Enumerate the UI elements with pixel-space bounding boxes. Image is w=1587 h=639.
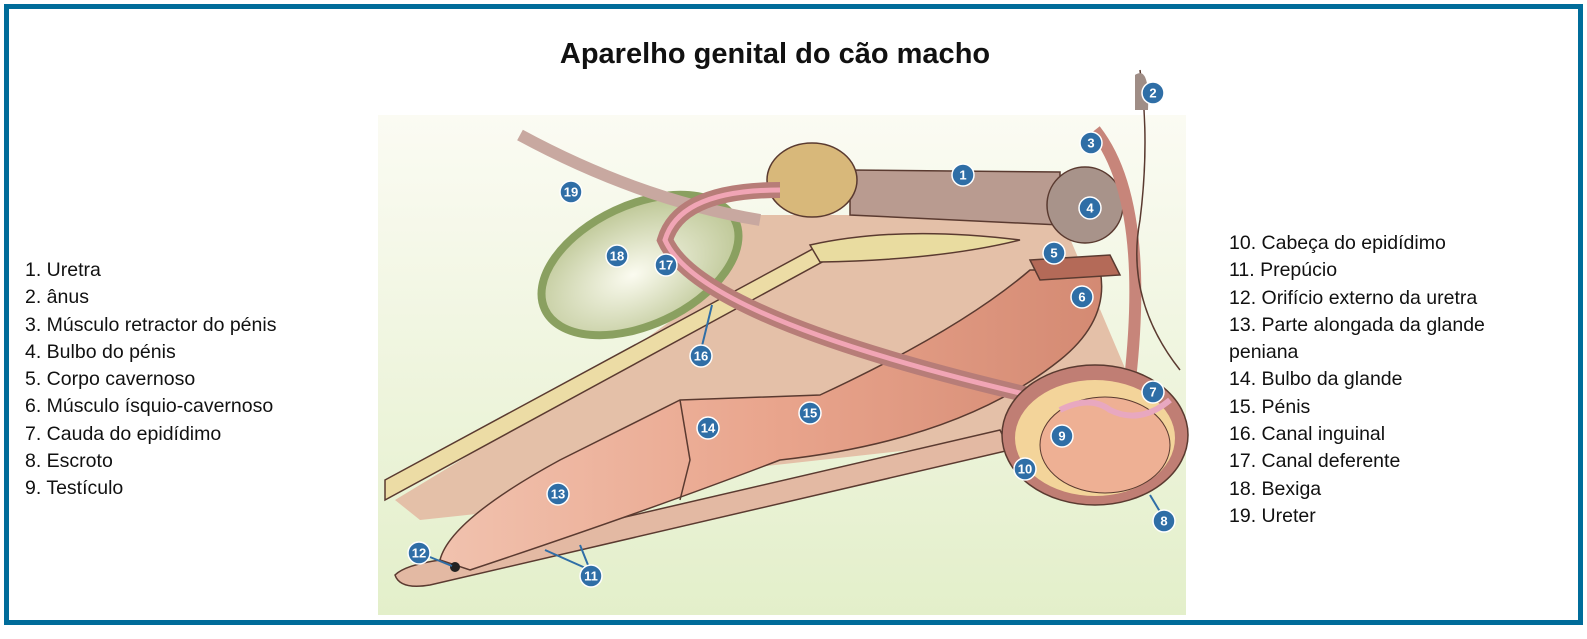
svg-text:19: 19: [564, 185, 578, 200]
legend-item: 19. Ureter: [1229, 504, 1316, 527]
marker-15: 15: [798, 401, 822, 425]
svg-text:11: 11: [584, 569, 598, 584]
diagram-title: Aparelho genital do cão macho: [559, 38, 991, 70]
svg-text:2: 2: [1149, 86, 1156, 101]
svg-text:18: 18: [610, 249, 624, 264]
penis: [439, 269, 1103, 571]
diagram-frame: [4, 4, 1583, 625]
testis: [1039, 396, 1171, 494]
marker-9: 9: [1050, 424, 1074, 448]
corpus-cavernosum: [1028, 254, 1122, 281]
bulbus-glandis-outline: [679, 399, 691, 501]
marker-2: 2: [1141, 81, 1165, 105]
marker-5: 5: [1042, 241, 1066, 265]
marker-19: 19: [559, 180, 583, 204]
svg-text:9: 9: [1058, 429, 1065, 444]
marker-10: 10: [1013, 457, 1037, 481]
marker-13: 13: [546, 482, 570, 506]
svg-text:5: 5: [1050, 246, 1057, 261]
legend-item: 18. Bexiga: [1229, 477, 1322, 500]
marker-14: 14: [696, 416, 720, 440]
epididymis-tail: [1058, 397, 1172, 419]
ureter: [517, 129, 761, 226]
legend-item: 9. Testículo: [25, 477, 124, 500]
legend-item: 5. Corpo cavernoso: [25, 368, 196, 391]
prostate: [766, 142, 858, 218]
legend-item: 7. Cauda do epidídimo: [25, 422, 222, 445]
legend-item: 1. Uretra: [25, 259, 101, 281]
spermatic-cord: [808, 232, 1021, 263]
svg-text:6: 6: [1078, 290, 1085, 305]
marker-8: 8: [1152, 509, 1176, 533]
marker-6: 6: [1070, 285, 1094, 309]
legend-item: 3. Músculo retractor do pénis: [25, 313, 277, 336]
svg-text:7: 7: [1149, 385, 1156, 400]
legend-item: 11. Prepúcio: [1229, 259, 1338, 282]
legend-left: 1. Uretra 2. ânus 3. Músculo retractor d…: [25, 257, 276, 503]
retractor-muscle: [1090, 126, 1142, 381]
legend-right: 10. Cabeça do epidídimo 11. Prepúcio 12.…: [1229, 230, 1559, 530]
body-outline: [1136, 69, 1181, 371]
legend-item: 6. Músculo ísquio-cavernoso: [25, 395, 274, 418]
marker-18: 18: [605, 244, 629, 268]
marker-4: 4: [1078, 196, 1102, 220]
marker-1: 1: [951, 163, 975, 187]
marker-17: 17: [654, 253, 678, 277]
marker-11: 11: [579, 564, 603, 588]
marker-7: 7: [1141, 380, 1165, 404]
svg-text:3: 3: [1087, 136, 1094, 151]
marker-12: 12: [407, 541, 431, 565]
legend-item: 2. ânus: [25, 286, 89, 309]
svg-text:12: 12: [412, 546, 426, 561]
svg-text:8: 8: [1160, 514, 1167, 529]
svg-text:14: 14: [701, 421, 716, 436]
urethral-orifice: [450, 562, 460, 572]
ductus-deferens: [662, 187, 1051, 403]
svg-text:4: 4: [1086, 201, 1094, 216]
svg-text:10: 10: [1018, 462, 1032, 477]
svg-text:15: 15: [803, 406, 817, 421]
svg-text:13: 13: [551, 487, 565, 502]
svg-text:1: 1: [959, 168, 966, 183]
svg-text:16: 16: [694, 349, 708, 364]
marker-3: 3: [1079, 131, 1103, 155]
legend-item: 13. Parte alongada da glande peniana: [1229, 313, 1485, 364]
legend-item: 15. Pénis: [1229, 395, 1311, 418]
marker-16: 16: [689, 344, 713, 368]
legend-item: 10. Cabeça do epidídimo: [1229, 232, 1446, 254]
legend-item: 4. Bulbo do pénis: [25, 340, 176, 363]
legend-item: 17. Canal deferente: [1229, 450, 1401, 473]
legend-item: 14. Bulbo da glande: [1229, 368, 1403, 391]
svg-text:17: 17: [659, 258, 673, 273]
legend-item: 12. Orifício externo da uretra: [1229, 286, 1478, 309]
legend-item: 16. Canal inguinal: [1229, 423, 1386, 446]
legend-item: 8. Escroto: [25, 450, 113, 473]
